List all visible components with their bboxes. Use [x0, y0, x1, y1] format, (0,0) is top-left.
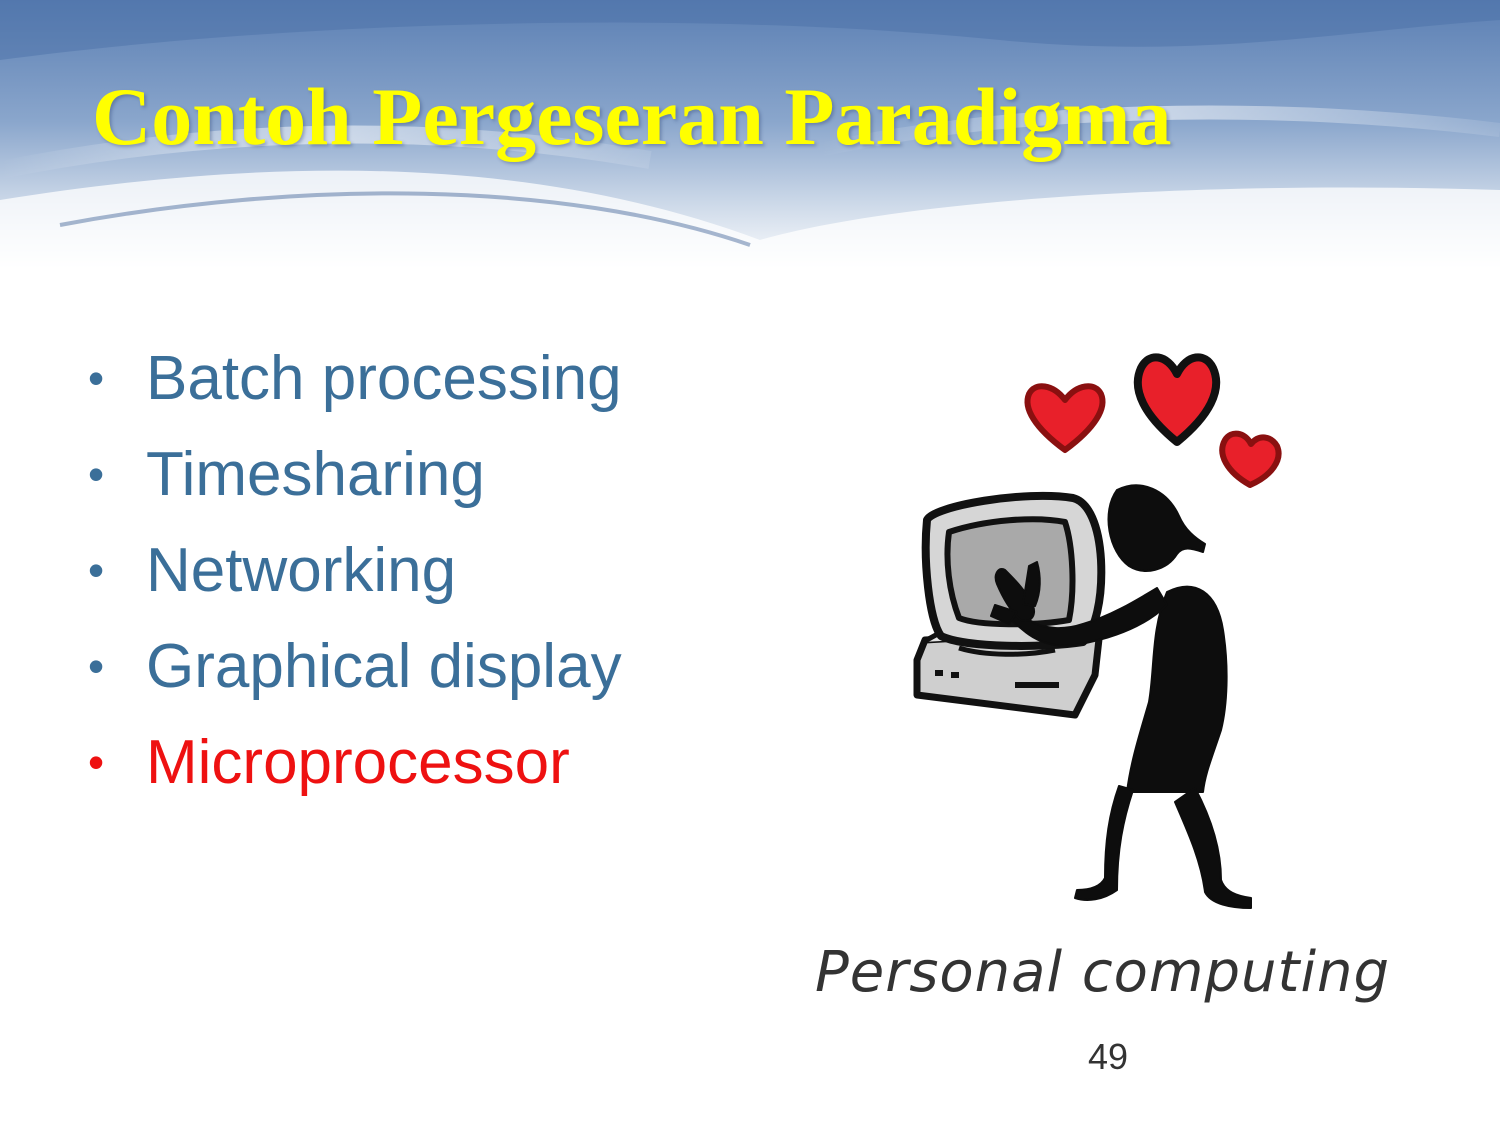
bullet-dot-icon: •	[88, 448, 105, 500]
bullet-item-batch-processing: • Batch processing	[88, 330, 622, 426]
heart-icon	[1219, 430, 1282, 488]
heart-icon	[1024, 383, 1106, 453]
bullet-dot-icon: •	[88, 736, 105, 788]
bullet-text: Networking	[146, 535, 457, 605]
bullet-text: Timesharing	[146, 439, 485, 509]
bullet-item-graphical-display: • Graphical display	[88, 618, 622, 714]
bullet-item-microprocessor: • Microprocessor	[88, 714, 622, 810]
person-hugging-computer-icon	[913, 353, 1282, 909]
page-number: 49	[1088, 1036, 1129, 1077]
bullet-item-networking: • Networking	[88, 522, 622, 618]
bullet-text: Microprocessor	[146, 727, 570, 797]
bullet-text: Batch processing	[146, 343, 622, 413]
slide-title: Contoh Pergeseran Paradigma	[92, 71, 1172, 162]
heart-icon	[1133, 353, 1221, 446]
bullet-dot-icon: •	[88, 640, 105, 692]
bullet-list: • Batch processing • Timesharing • Netwo…	[88, 330, 622, 810]
bullet-dot-icon: •	[88, 352, 105, 404]
image-caption: Personal computing	[815, 940, 1391, 1005]
bullet-text: Graphical display	[146, 631, 622, 701]
bullet-dot-icon: •	[88, 544, 105, 596]
bullet-item-timesharing: • Timesharing	[88, 426, 622, 522]
header-background	[0, 0, 1500, 270]
